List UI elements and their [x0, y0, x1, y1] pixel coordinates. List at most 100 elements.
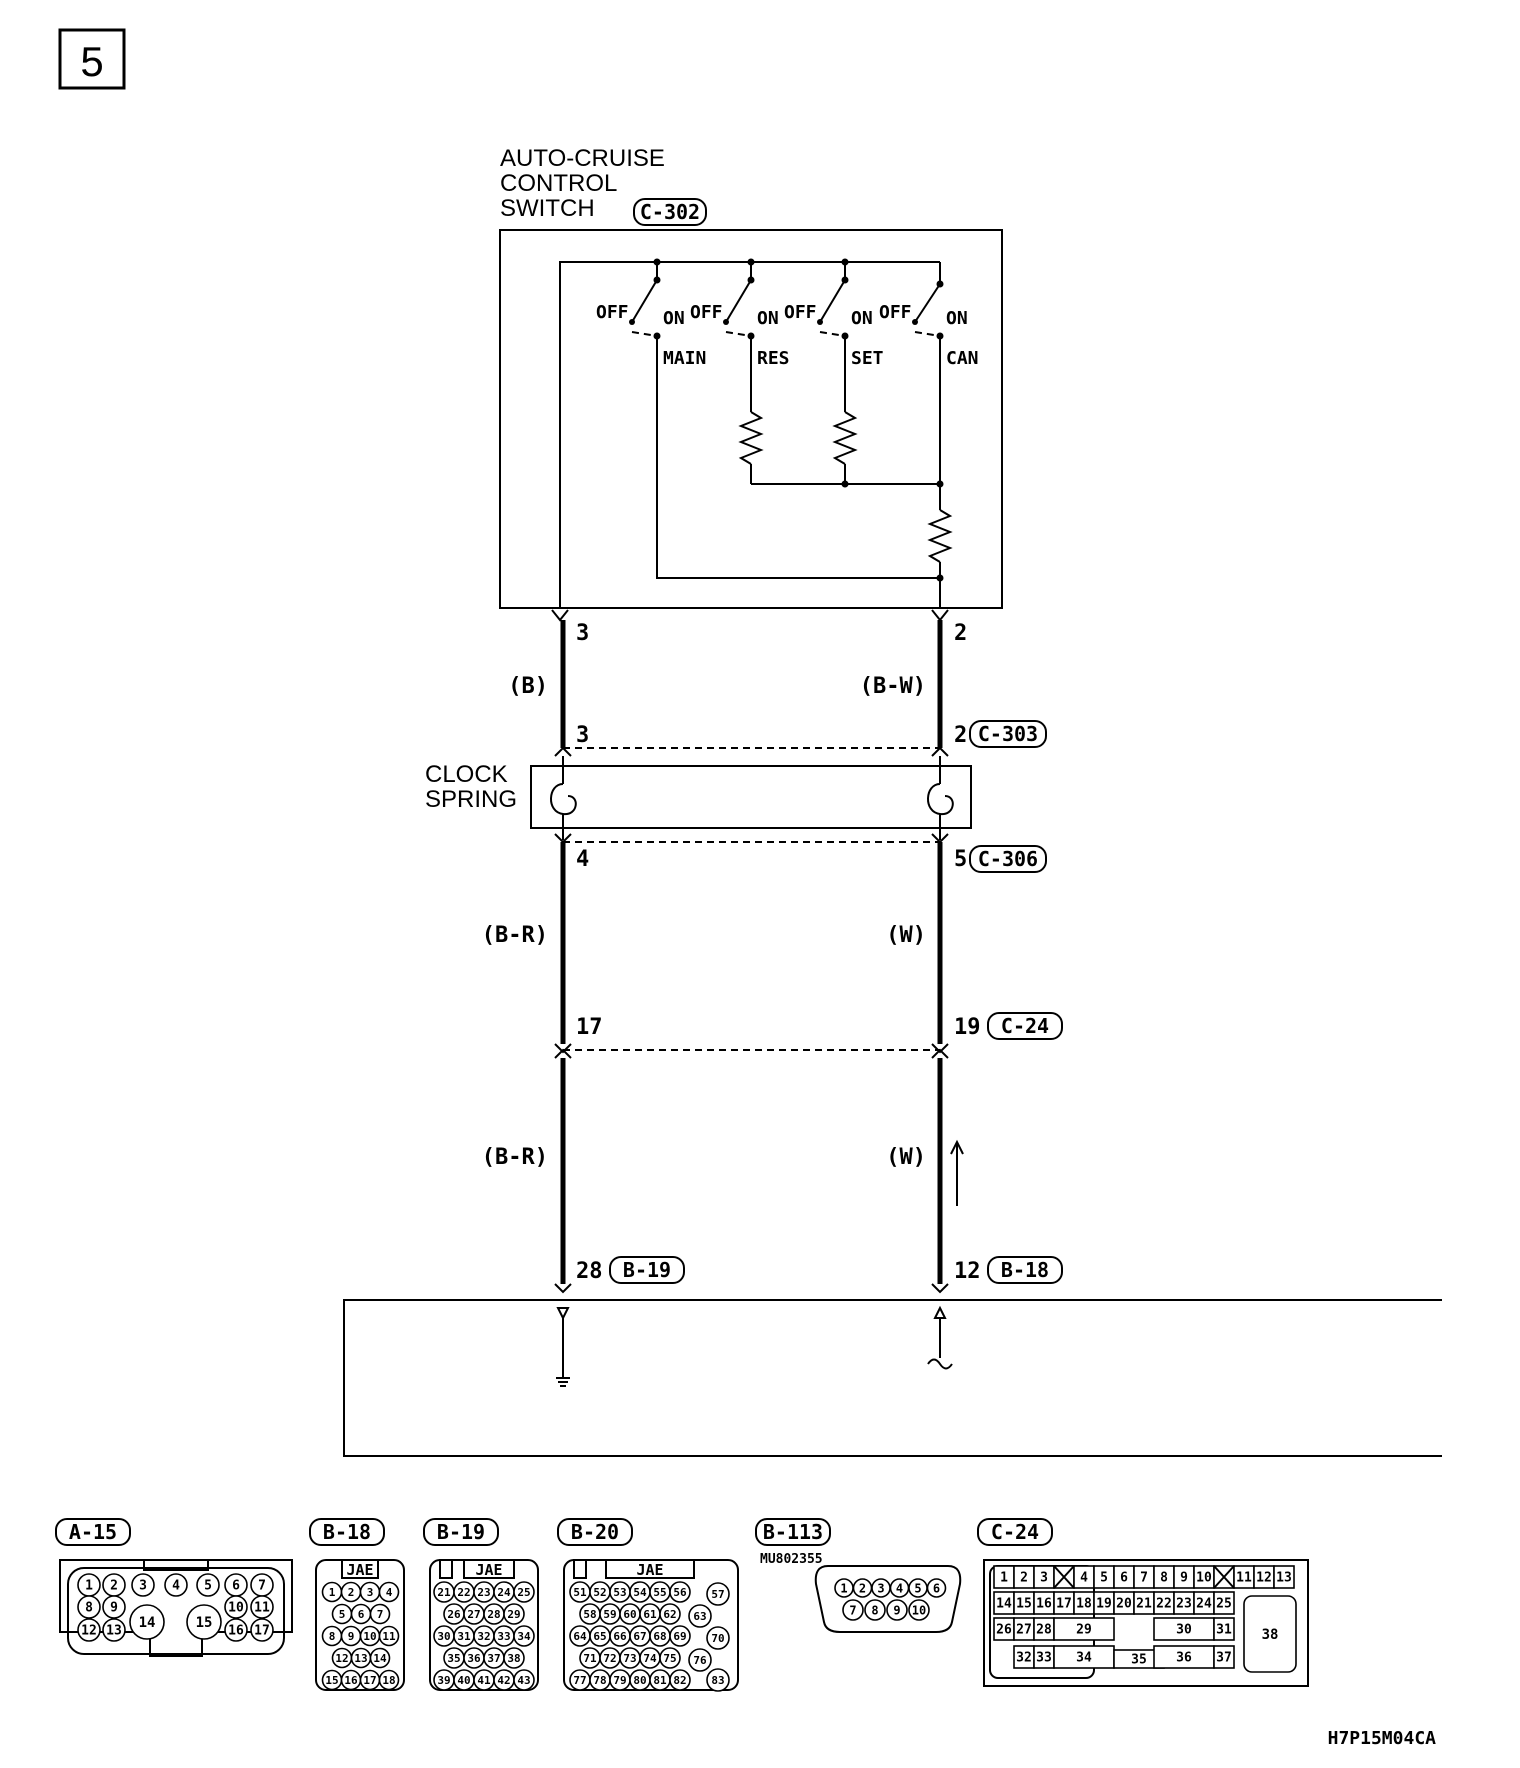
connector-pin-number: 1: [85, 1579, 93, 1594]
connector-b18-tag: [309, 1518, 385, 1546]
connector-pin: [102, 1595, 126, 1619]
connector-pin-number: 5: [1100, 1571, 1108, 1586]
connector-pin-number: 12: [1256, 1571, 1272, 1586]
connector-b113-label: B-113: [763, 1520, 823, 1544]
switch-pin-left: 3: [576, 621, 589, 646]
connector-b18-maker: JAE: [346, 1561, 373, 1579]
connector-pin-number: 54: [633, 1586, 647, 1599]
connector-tag-c306: [969, 845, 1047, 873]
connector-pin-number: 15: [325, 1674, 338, 1687]
connector-pin-number: 3: [877, 1581, 884, 1595]
connector-pin-number: 3: [367, 1586, 374, 1599]
connector-pin: [250, 1618, 274, 1642]
connector-pin-number: 59: [603, 1608, 616, 1621]
connector-c24-tag: [977, 1518, 1053, 1546]
connector-pin-number: 37: [487, 1652, 500, 1665]
connector-pin-number: 33: [1036, 1651, 1052, 1666]
connector-pin-number: 70: [711, 1632, 724, 1645]
page-number-box: [58, 28, 126, 90]
connector-pin-number: 68: [653, 1630, 666, 1643]
connector-pin-number: 10: [1196, 1571, 1212, 1586]
connector-pin-number: 4: [386, 1586, 393, 1599]
connector-pin-number: 6: [1120, 1571, 1128, 1586]
connector-pin-number: 16: [228, 1624, 244, 1639]
clock-top-pin-left: 3: [576, 723, 589, 748]
connector-b20-tag: [557, 1518, 633, 1546]
connector-pin-number: 7: [849, 1603, 856, 1617]
switch-pin-right: 2: [954, 621, 967, 646]
diagram-code: H7P15M04CA: [1328, 1728, 1437, 1749]
connector-pin-number: 4: [1080, 1571, 1088, 1586]
connector-pin-number: 6: [232, 1579, 240, 1594]
switch-can-on: ON: [946, 308, 968, 329]
connector-pin-number: 32: [1016, 1651, 1032, 1666]
connector-pin: [706, 1668, 730, 1692]
connector-pin-number: 62: [663, 1608, 676, 1621]
connector-cavity: [1213, 1617, 1235, 1641]
connector-pin: [669, 1581, 691, 1603]
switch-can-label: CAN: [946, 348, 979, 369]
connector-pin-number: 21: [437, 1586, 451, 1599]
connector-b113-tag: [755, 1518, 831, 1546]
connector-pin: [688, 1648, 712, 1672]
connector-pin-number: 29: [1076, 1623, 1092, 1638]
connector-pin-number: 80: [633, 1674, 646, 1687]
connector-pin-number: 13: [354, 1652, 367, 1665]
connector-pin-number: 83: [711, 1674, 724, 1687]
connector-tag-c302: [633, 198, 707, 226]
connector-b19-label: B-19: [437, 1520, 485, 1544]
connector-cavity-blank: [1213, 1565, 1235, 1589]
connector-pin-number: 16: [1036, 1597, 1052, 1612]
connector-pin: [886, 1599, 908, 1621]
connector-pin-number: 14: [139, 1615, 156, 1631]
connector-pin-number: 76: [693, 1654, 707, 1667]
connector-pin: [659, 1603, 681, 1625]
connector-b20-maker: JAE: [636, 1561, 663, 1579]
connector-pin: [224, 1595, 248, 1619]
connector-pin-number: 3: [139, 1579, 147, 1594]
connector-pin-number: 10: [228, 1601, 244, 1616]
connector-pin-number: 7: [1140, 1571, 1148, 1586]
connector-pin-number: 22: [1156, 1597, 1172, 1612]
wire-color-br-1: (B-R): [482, 923, 548, 948]
connector-cavity-blank: [1053, 1565, 1075, 1589]
connector-pin-number: 55: [653, 1586, 666, 1599]
switch-name-line1: AUTO-CRUISE: [500, 145, 665, 172]
connector-tag-c303: [969, 720, 1047, 748]
ecu-pin-right: 12: [954, 1259, 981, 1284]
connector-tag-c306-label: C-306: [978, 847, 1038, 871]
connector-pin-number: 40: [457, 1674, 470, 1687]
connector-pin-number: 21: [1136, 1597, 1152, 1612]
junction-pin-left: 17: [576, 1015, 603, 1040]
connector-pin-number: 53: [613, 1586, 626, 1599]
connector-pin-number: 26: [447, 1608, 461, 1621]
connector-pin-number: 8: [329, 1630, 336, 1643]
switch-res-on: ON: [757, 308, 779, 329]
connector-b19-maker: JAE: [475, 1561, 502, 1579]
connector-c24-label: C-24: [991, 1520, 1039, 1544]
connector-tag-c24-junction: [987, 1012, 1063, 1040]
switch-main-on: ON: [663, 308, 685, 329]
connector-pin-number: 3: [1040, 1571, 1048, 1586]
connector-pin-number: 17: [254, 1624, 270, 1639]
connector-pin-number: 27: [1016, 1623, 1032, 1638]
connector-pin-number: 61: [643, 1608, 657, 1621]
connector-pin-number: 20: [1116, 1597, 1132, 1612]
connector-pin-number: 13: [106, 1624, 122, 1639]
clock-top-pin-right: 2: [954, 723, 967, 748]
connector-pin-number: 23: [1176, 1597, 1192, 1612]
connector-pin-number: 33: [497, 1630, 510, 1643]
switch-main-off: OFF: [596, 302, 629, 323]
connector-pin-number: 15: [1016, 1597, 1032, 1612]
ecu-unit: [343, 1299, 1442, 1457]
connector-pin-number: 18: [1076, 1597, 1092, 1612]
connector-pin-number: 23: [477, 1586, 490, 1599]
connector-pin-number: 38: [507, 1652, 520, 1665]
connector-cavity: [1213, 1645, 1235, 1669]
connector-pin-number: 25: [1216, 1597, 1232, 1612]
connector-pin-number: 29: [507, 1608, 520, 1621]
connector-pin: [129, 1604, 165, 1640]
connector-pin-number: 65: [593, 1630, 606, 1643]
